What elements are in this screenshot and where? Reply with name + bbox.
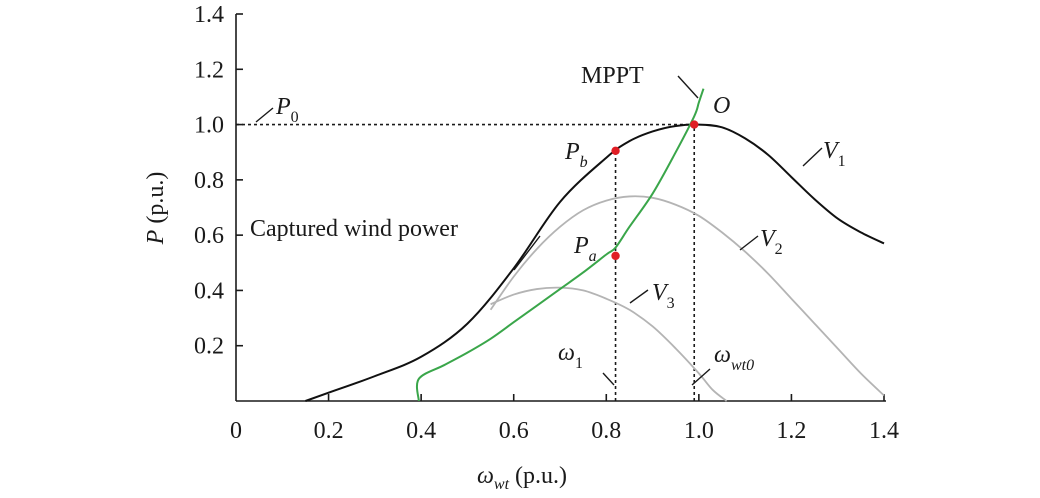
v2-label: V2 [760,226,783,258]
point-o-marker [690,120,699,129]
point-pb-marker [611,146,620,156]
p0-label: P0 [275,94,299,126]
y-tick-label: 1.2 [194,57,224,83]
point-pa-marker [611,251,620,261]
omega1-label: ω1 [558,340,583,372]
point-pa-label: Pa [573,233,597,265]
series-v3-line [490,286,728,402]
v1-label: V1 [823,138,846,170]
leader-v2 [739,235,759,251]
v3-label: V3 [652,280,675,312]
leader-lines [255,75,823,386]
x-tick-label: 0.2 [314,418,344,444]
x-tick-label: 1.2 [776,418,806,444]
x-tick-label: 0 [230,418,242,444]
leader-omega1 [602,372,615,386]
leader-captured [513,235,541,271]
captured-wind-power-label: Captured wind power [250,216,458,242]
marker-points [611,120,699,261]
y-tick-label: 0.2 [194,334,224,360]
point-pb-label: Pb [564,139,588,171]
x-tick-label: 1.0 [684,418,714,444]
y-axis-title: P (p.u.) [143,172,169,246]
series-layer [305,88,885,402]
leader-v3 [629,289,649,304]
mppt-label: MPPT [581,63,644,89]
series-v1-line [305,123,885,402]
leader-omega-wt0 [691,368,711,386]
leader-p0 [255,107,274,123]
y-tick-label: 1.0 [194,113,224,139]
x-axis-title: ωwt (p.u.) [477,463,567,493]
x-tick-label: 1.4 [869,418,899,444]
x-tick-label: 0.4 [406,418,436,444]
x-tick-label: 0.6 [499,418,529,444]
y-tick-label: 0.6 [194,223,224,249]
x-tick-label: 0.8 [591,418,621,444]
reference-lines [236,123,696,401]
series-v2-line [489,195,885,397]
y-tick-label: 1.4 [194,2,224,28]
series-mppt-line [415,88,705,402]
leader-mppt [677,75,699,99]
y-tick-label: 0.4 [194,278,224,304]
leader-v1 [802,147,823,167]
point-o-label: O [713,93,730,119]
axes: 0 0.2 0.4 0.6 0.8 1.0 1.2 1.4 0.2 0.4 0.6 0.8 1.0 1.2… [194,2,899,444]
y-tick-label: 0.8 [194,168,224,194]
omega-wt0-label: ωwt0 [714,342,754,374]
